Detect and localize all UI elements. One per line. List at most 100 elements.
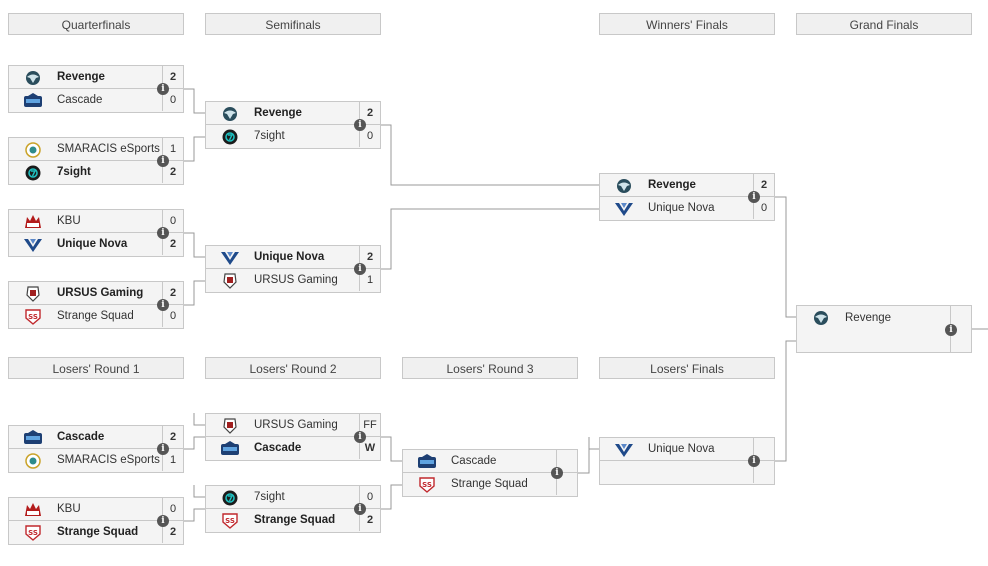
score-cell: 0	[162, 210, 183, 232]
match-info-icon[interactable]: i	[354, 503, 366, 515]
team-name: Revenge	[57, 71, 105, 83]
match-info-icon[interactable]: i	[157, 155, 169, 167]
header-semifinals: Semifinals	[205, 13, 381, 35]
match-info-icon[interactable]: i	[945, 324, 957, 336]
match-info-icon[interactable]: i	[748, 191, 760, 203]
team-row[interactable]: Cascade	[402, 449, 578, 473]
team-name: Strange Squad	[57, 310, 134, 322]
score-cell: FF	[359, 414, 380, 436]
match-info-icon[interactable]: i	[157, 515, 169, 527]
team-name: Cascade	[254, 442, 302, 454]
match-grand-final[interactable]: Revenge i	[796, 305, 972, 353]
match-info-icon[interactable]: i	[157, 227, 169, 239]
score-cell: 2	[162, 66, 183, 88]
team-row[interactable]: Revenge 2	[205, 101, 381, 125]
7sight-logo-icon	[23, 165, 43, 181]
match-info-icon[interactable]: i	[748, 455, 760, 467]
team-name: URSUS Gaming	[254, 274, 338, 286]
team-row[interactable]: URSUS Gaming 1	[205, 269, 381, 293]
team-name: Revenge	[254, 107, 302, 119]
match-info-icon[interactable]: i	[551, 467, 563, 479]
team-name: 7sight	[57, 166, 91, 178]
svg-text:SS: SS	[422, 481, 432, 489]
team-name: Unique Nova	[648, 202, 715, 214]
score-cell: 2	[162, 426, 183, 448]
team-name: Unique Nova	[57, 238, 128, 250]
team-row[interactable]: Unique Nova 2	[205, 245, 381, 269]
header-quarterfinals: Quarterfinals	[8, 13, 184, 35]
score-cell: 2	[359, 102, 380, 124]
team-name: Unique Nova	[254, 251, 325, 263]
team-name: Revenge	[648, 179, 696, 191]
score-cell: 0	[359, 125, 380, 147]
header-winners-finals: Winners' Finals	[599, 13, 775, 35]
team-row[interactable]: Unique Nova 0	[599, 197, 775, 221]
header-losers-round-1: Losers' Round 1	[8, 357, 184, 379]
score-cell: 0	[359, 486, 380, 508]
team-name: 7sight	[254, 491, 285, 503]
svg-text:SS: SS	[225, 517, 235, 525]
ursus-logo-icon	[23, 286, 43, 302]
score-cell: 0	[753, 197, 774, 219]
match-info-icon[interactable]: i	[157, 443, 169, 455]
team-name: Revenge	[845, 312, 892, 324]
cascade-logo-icon	[417, 454, 437, 470]
score-cell: 2	[359, 246, 380, 268]
team-row[interactable]: URSUS Gaming FF	[205, 413, 381, 437]
team-name: Cascade	[451, 455, 497, 467]
team-row[interactable]: 7sight 0	[205, 485, 381, 509]
kbu-logo-icon	[23, 502, 43, 518]
score-cell	[556, 450, 577, 472]
team-name: SMARACIS eSports	[57, 143, 160, 155]
strange-squad-logo-icon: SS	[23, 309, 43, 325]
eagle-logo-icon	[23, 70, 43, 86]
match-info-icon[interactable]: i	[354, 119, 366, 131]
score-cell: 0	[162, 498, 183, 520]
cascade-logo-icon	[23, 93, 43, 109]
match-info-icon[interactable]: i	[157, 83, 169, 95]
match-info-icon[interactable]: i	[157, 299, 169, 311]
team-row[interactable]: Revenge 2	[8, 65, 184, 89]
unique-nova-logo-icon	[614, 201, 634, 217]
svg-text:SS: SS	[28, 313, 38, 321]
unique-nova-logo-icon	[614, 442, 634, 458]
ursus-logo-icon	[220, 418, 240, 434]
score-cell: 1	[359, 269, 380, 291]
svg-text:SS: SS	[28, 529, 38, 537]
eagle-logo-icon	[811, 310, 831, 326]
team-row[interactable]: Unique Nova	[599, 437, 775, 461]
match-info-icon[interactable]: i	[354, 263, 366, 275]
header-losers-round-3: Losers' Round 3	[402, 357, 578, 379]
team-name: URSUS Gaming	[254, 419, 338, 431]
match-info-icon[interactable]: i	[354, 431, 366, 443]
